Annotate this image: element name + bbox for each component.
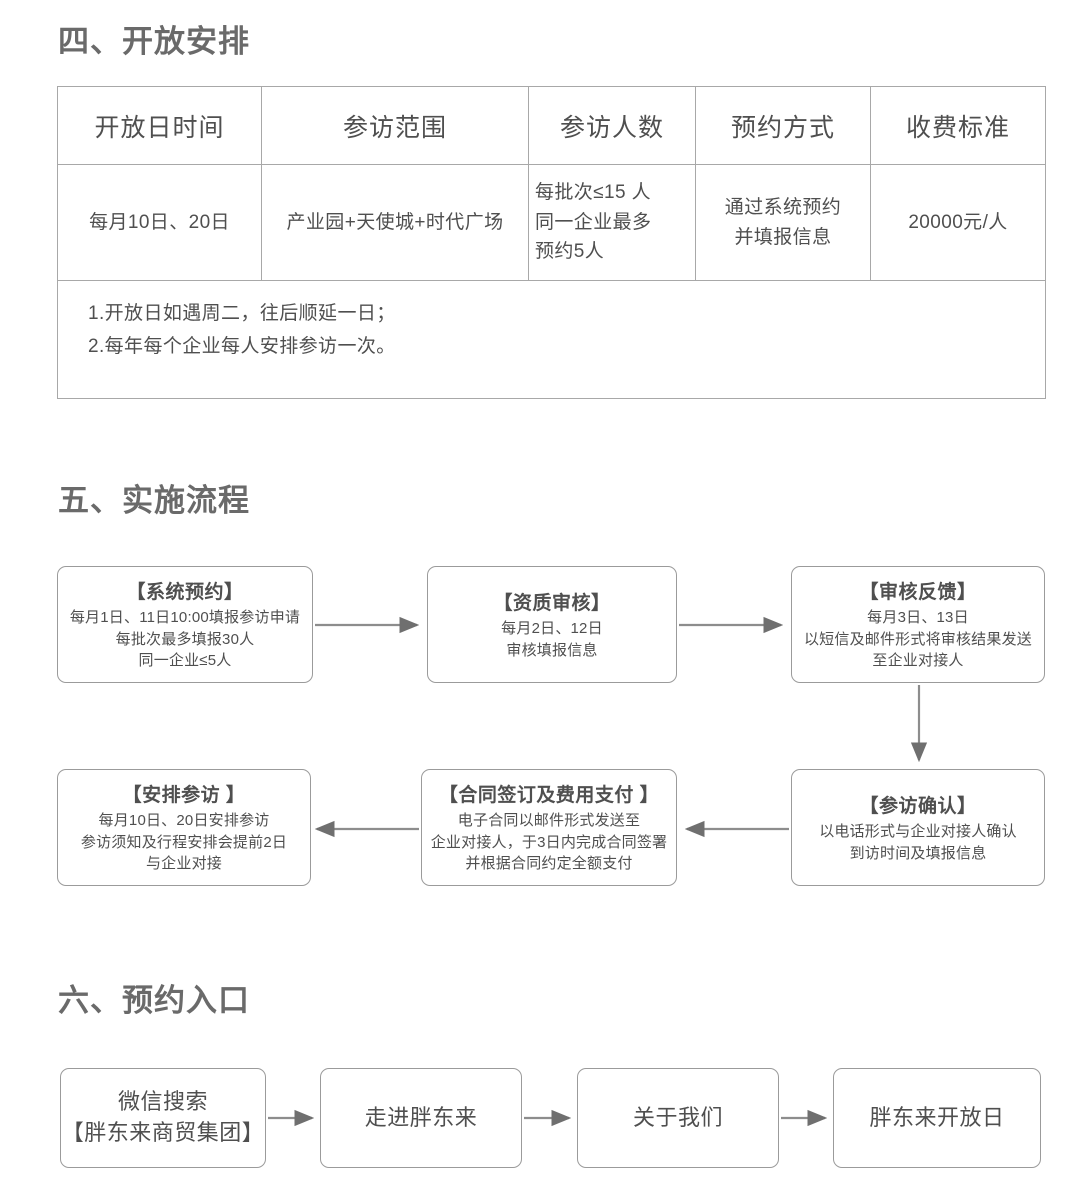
flow-step-line: 以电话形式与企业对接人确认 <box>819 822 1017 840</box>
flow-step-line: 企业对接人，于3日内完成合同签署 <box>430 833 668 851</box>
section-heading-booking-entry: 六、预约入口 <box>58 983 250 1018</box>
cell-visit-scope: 产业园+天使城+时代广场 <box>261 164 529 281</box>
flow-step-line: 每月3日、13日 <box>867 608 969 626</box>
note-line-1: 1.开放日如遇周二，往后顺延一日； <box>88 303 396 324</box>
column-header-fee-standard: 收费标准 <box>870 86 1046 165</box>
section-heading-process-flow: 五、实施流程 <box>58 483 250 518</box>
cell-line: 通过系统预约 <box>724 197 842 219</box>
cell-open-day-time: 每月10日、20日 <box>57 164 262 281</box>
cell-line: 产业园+天使城+时代广场 <box>286 211 504 233</box>
section-heading-open-schedule: 四、开放安排 <box>58 24 250 59</box>
flow-step-title: 【资质审核】 <box>493 592 611 614</box>
flow-step-line: 每月2日、12日 <box>501 619 603 637</box>
cell-line: 并填报信息 <box>734 226 832 248</box>
flow-step-arrange-visit[interactable]: 【安排参访 】 每月10日、20日安排参访 参访须知及行程安排会提前2日 与企业… <box>57 769 311 886</box>
column-header-open-day-time: 开放日时间 <box>57 86 262 165</box>
flow-step-line: 并根据合同约定全额支付 <box>465 855 633 873</box>
flow-step-line: 同一企业≤5人 <box>138 652 232 670</box>
cell-line: 同一企业最多 <box>535 211 652 233</box>
flow-step-line: 至企业对接人 <box>872 652 964 670</box>
entry-step-open-day[interactable]: 胖东来开放日 <box>833 1068 1041 1168</box>
open-schedule-table: 开放日时间 参访范围 参访人数 预约方式 收费标准 每月10日、20日 产业园+… <box>57 86 1046 399</box>
cell-line: 每批次≤15 人 <box>535 182 652 204</box>
flow-step-system-reservation[interactable]: 【系统预约】 每月1日、11日10:00填报参访申请 每批次最多填报30人 同一… <box>57 566 313 683</box>
flow-step-contract-and-payment[interactable]: 【合同签订及费用支付 】 电子合同以邮件形式发送至 企业对接人，于3日内完成合同… <box>421 769 677 886</box>
entry-step-line: 【胖东来商贸集团】 <box>61 1120 265 1145</box>
cell-notes: 1.开放日如遇周二，往后顺延一日； 2.每年每个企业每人安排参访一次。 <box>57 280 1046 399</box>
flow-step-line: 参访须知及行程安排会提前2日 <box>80 833 288 851</box>
flow-step-visit-confirmation[interactable]: 【参访确认】 以电话形式与企业对接人确认 到访时间及填报信息 <box>791 769 1045 886</box>
flow-step-line: 与企业对接 <box>145 855 222 873</box>
column-header-visit-scope: 参访范围 <box>261 86 529 165</box>
cell-line: 预约5人 <box>535 241 605 263</box>
note-line-2: 2.每年每个企业每人安排参访一次。 <box>88 336 396 358</box>
flow-step-review-feedback[interactable]: 【审核反馈】 每月3日、13日 以短信及邮件形式将审核结果发送 至企业对接人 <box>791 566 1045 683</box>
flow-step-line: 电子合同以邮件形式发送至 <box>457 811 641 829</box>
column-header-visit-count: 参访人数 <box>528 86 696 165</box>
flow-step-line: 每月10日、20日安排参访 <box>98 811 270 829</box>
table-header-row: 开放日时间 参访范围 参访人数 预约方式 收费标准 <box>57 86 1046 165</box>
flow-step-line: 审核填报信息 <box>506 641 598 659</box>
flow-step-line: 到访时间及填报信息 <box>849 844 987 862</box>
flow-step-title: 【参访确认】 <box>859 795 977 817</box>
cell-booking-method: 通过系统预约 并填报信息 <box>695 164 871 281</box>
cell-line: 20000元/人 <box>908 211 1008 233</box>
column-header-booking-method: 预约方式 <box>695 86 871 165</box>
entry-step-walk-into-pangdonglai[interactable]: 走进胖东来 <box>320 1068 522 1168</box>
flow-step-title: 【合同签订及费用支付 】 <box>438 784 660 806</box>
entry-step-line: 微信搜索 <box>117 1089 208 1115</box>
flow-step-title: 【审核反馈】 <box>859 581 977 603</box>
flow-step-line: 每月1日、11日10:00填报参访申请 <box>69 608 301 626</box>
entry-step-wechat-search[interactable]: 微信搜索 【胖东来商贸集团】 <box>60 1068 266 1168</box>
entry-step-line: 走进胖东来 <box>364 1104 478 1130</box>
flow-step-line: 以短信及邮件形式将审核结果发送 <box>803 630 1032 648</box>
flow-step-qualification-review[interactable]: 【资质审核】 每月2日、12日 审核填报信息 <box>427 566 677 683</box>
entry-step-line: 关于我们 <box>632 1104 723 1130</box>
entry-step-about-us[interactable]: 关于我们 <box>577 1068 779 1168</box>
entry-step-line: 胖东来开放日 <box>869 1104 1005 1130</box>
table-row: 每月10日、20日 产业园+天使城+时代广场 每批次≤15 人 同一企业最多 预… <box>57 164 1046 281</box>
flow-step-line: 每批次最多填报30人 <box>115 630 255 648</box>
cell-visit-count: 每批次≤15 人 同一企业最多 预约5人 <box>528 164 696 281</box>
cell-fee-standard: 20000元/人 <box>870 164 1046 281</box>
table-notes-row: 1.开放日如遇周二，往后顺延一日； 2.每年每个企业每人安排参访一次。 <box>57 280 1046 399</box>
flow-step-title: 【安排参访 】 <box>122 784 246 806</box>
cell-line: 每月10日、20日 <box>89 211 230 233</box>
flow-step-title: 【系统预约】 <box>126 581 244 603</box>
